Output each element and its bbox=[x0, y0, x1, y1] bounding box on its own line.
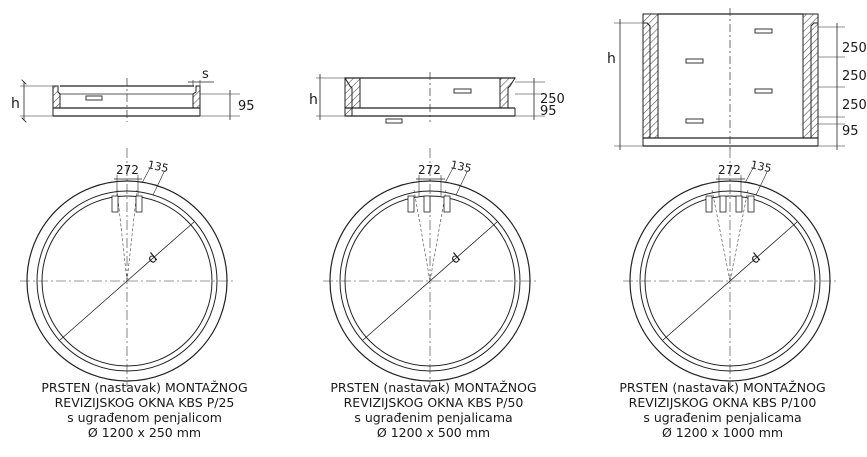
dim-250-a-label: 250 bbox=[842, 41, 867, 56]
caption-line-2: REVIZIJSKOG OKNA KBS P/25 bbox=[54, 395, 235, 410]
caption-p100: PRSTEN (nastavak) MONTAŽNOG REVIZIJSKOG … bbox=[578, 380, 867, 440]
dim-h-label: h bbox=[11, 96, 20, 112]
rung-marker bbox=[754, 28, 773, 34]
dim-135-label: 135 bbox=[449, 158, 472, 175]
caption-line-1: PRSTEN (nastavak) MONTAŽNOG bbox=[330, 380, 537, 395]
caption-line-3: s ugrađenim penjalicama bbox=[643, 410, 802, 425]
rung-marker bbox=[85, 95, 103, 101]
rung-marker bbox=[385, 118, 403, 124]
dim-95-label: 95 bbox=[238, 99, 255, 114]
dim-h-label: h bbox=[607, 51, 616, 67]
rung-marker bbox=[754, 88, 773, 94]
dim-s-label: s bbox=[202, 67, 209, 82]
rung-marker bbox=[685, 58, 704, 64]
dim-250-c-label: 250 bbox=[842, 98, 867, 113]
section-view-p25: h s 95 bbox=[11, 67, 255, 122]
plan-view-p100: d 272 135 bbox=[623, 148, 837, 387]
section-view-p50: h 250 95 bbox=[309, 72, 565, 124]
section-view-p100: h 250 250 250 95 bbox=[607, 8, 867, 152]
dim-250-b-label: 250 bbox=[842, 69, 867, 84]
caption-line-4: Ø 1200 x 250 mm bbox=[87, 425, 202, 440]
dim-250-label: 250 bbox=[540, 92, 565, 107]
dim-95-label: 95 bbox=[540, 104, 557, 119]
caption-line-1: PRSTEN (nastavak) MONTAŽNOG bbox=[619, 380, 826, 395]
rung-marker bbox=[685, 118, 704, 124]
dim-135-label: 135 bbox=[749, 158, 772, 175]
caption-line-4: Ø 1200 x 500 mm bbox=[376, 425, 491, 440]
caption-line-3: s ugrađenim penjalicama bbox=[354, 410, 513, 425]
dim-h-label: h bbox=[309, 92, 318, 108]
caption-p25: PRSTEN (nastavak) MONTAŽNOG REVIZIJSKOG … bbox=[0, 380, 289, 440]
plan-view-p25: d 272 135 bbox=[20, 148, 234, 387]
caption-line-2: REVIZIJSKOG OKNA KBS P/100 bbox=[628, 395, 817, 410]
dim-135-label: 135 bbox=[146, 158, 169, 175]
caption-line-4: Ø 1200 x 1000 mm bbox=[661, 425, 784, 440]
dim-95-label: 95 bbox=[842, 124, 859, 139]
rung-marker bbox=[453, 88, 472, 94]
caption-p50: PRSTEN (nastavak) MONTAŽNOG REVIZIJSKOG … bbox=[289, 380, 578, 440]
plan-view-p50: d 272 135 bbox=[323, 148, 537, 387]
caption-line-3: s ugrađenom penjalicom bbox=[67, 410, 222, 425]
dim-272-label: 272 bbox=[718, 163, 741, 177]
caption-line-2: REVIZIJSKOG OKNA KBS P/50 bbox=[343, 395, 524, 410]
caption-line-1: PRSTEN (nastavak) MONTAŽNOG bbox=[41, 380, 248, 395]
dim-272-label: 272 bbox=[116, 163, 139, 177]
dim-272-label: 272 bbox=[418, 163, 441, 177]
